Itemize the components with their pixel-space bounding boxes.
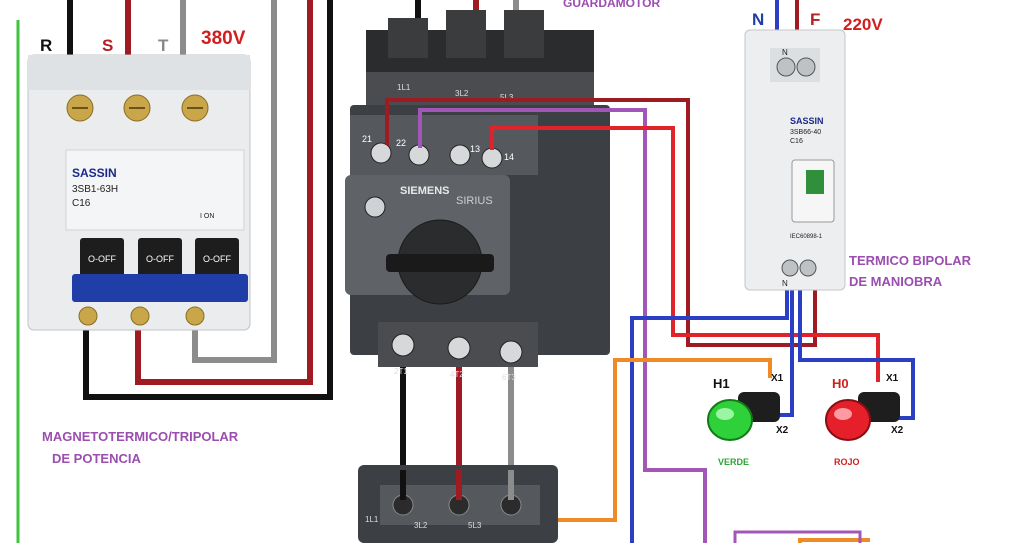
wire-aux-bright-red-top [490,126,673,150]
label-red-x1: X1 [886,373,899,384]
breaker-2-pole: N SASSIN 3SB66-40 C16 IEC60898-1 N [744,29,846,291]
terminal-4t2: 4T2 [450,370,464,379]
breaker-2p-std: IEC60898-1 [790,234,823,240]
wire-ctrl-purple-2 [733,530,862,543]
label-voltage-3ph: 380V [201,28,246,49]
wire-ctrl-blue-1 [630,285,789,543]
pilot-lamp-red [825,392,900,441]
contact-21: 21 [362,134,372,144]
label-voltage-1ph: 220V [843,15,883,34]
motor-protector-series: SIRIUS [456,195,493,207]
wire-aux-red-top [385,98,688,145]
label-magneto-2: DE POTENCIA [52,451,141,466]
label-phase-t: T [158,36,169,55]
breaker-3p-rating: C16 [72,198,91,209]
label-phase-f: F [810,10,821,29]
terminal-6t3: 6T3 [502,373,516,382]
label-phase-s: S [102,36,114,55]
breaker-3p-toggle-1[interactable] [80,238,124,278]
label-termico-2: DE MANIOBRA [849,274,943,289]
label-magneto-1: MAGNETOTERMICO/TRIPOLAR [42,429,239,444]
label-termico-1: TERMICO BIPOLAR [849,253,972,268]
breaker-3p-model: 3SB1-63H [72,184,118,195]
motor-protector-brand: SIEMENS [400,185,450,197]
breaker-3p-brand: SASSIN [72,166,117,180]
terminal-3l2: 3L2 [455,89,469,98]
breaker-3p-off-3: O-OFF [203,254,231,264]
breaker-2p-brand: SASSIN [790,116,824,126]
label-neutral: N [752,10,765,29]
wire-t-out [192,0,277,363]
breaker-2p-bottom-n: N [782,279,788,288]
breaker-2p-top-n: N [782,48,788,57]
terminal-2t1: 2T1 [394,367,408,376]
breaker-3p-toggle-2[interactable] [138,238,182,278]
terminal-1l1: 1L1 [397,83,411,92]
contact-13: 13 [470,144,480,154]
wire-aux-purple-top [418,108,645,148]
label-verde: VERDE [718,457,750,467]
test-button[interactable] [364,196,386,218]
label-green-x1: X1 [771,373,784,384]
motor-protector: 21 22 13 14 SIEMENS SIRIUS 2T1 4T2 6T3 1… [345,10,610,382]
contact-22: 22 [396,138,406,148]
breaker-3p-on: I ON [200,213,214,220]
wire-ctrl-blue-2 [798,290,915,420]
wire-ctrl-blue-3 [775,290,794,417]
breaker-3-pole: SASSIN 3SB1-63H C16 I ON O-OFF O-OFF O-O… [27,54,251,331]
wire-s-out [135,0,313,385]
terminal-5l3: 5L3 [500,93,514,102]
breaker-3p-toggle-3[interactable] [195,238,239,278]
breaker-2p-model: 3SB66-40 [790,129,821,136]
breaker-3p-off-1: O-OFF [88,254,116,264]
wire-r-out [83,0,333,400]
label-lamp-h1: H1 [713,376,730,391]
contactor-l3: 5L3 [468,521,482,530]
contactor-l1: 1L1 [365,515,379,524]
contactor-l2: 3L2 [414,521,428,530]
label-phase-r: R [40,36,53,55]
wire-ctrl-orange-2 [798,538,870,543]
contact-14: 14 [504,152,514,162]
breaker-2p-rating: C16 [790,138,803,145]
breaker-3p-off-2: O-OFF [146,254,174,264]
label-green-x2: X2 [776,425,789,436]
label-lamp-h0: H0 [832,376,849,391]
breaker-3p-handle-bar[interactable] [72,274,248,302]
label-guardamotor: GUARDAMOTOR [563,0,661,10]
pilot-lamp-green [707,392,780,441]
label-red-x2: X2 [891,425,904,436]
label-rojo: ROJO [834,457,860,467]
